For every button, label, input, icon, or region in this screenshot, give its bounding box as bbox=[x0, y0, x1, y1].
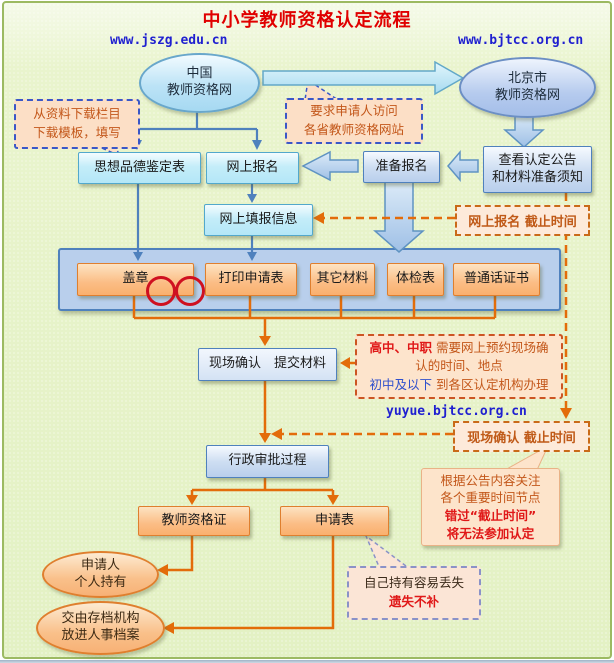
onsite-note-red-segment: 高中、中职 bbox=[369, 340, 432, 356]
onsite-note-blue-segment: 初中及以下 bbox=[369, 376, 432, 392]
node-view-announcement-line2: 和材料准备须知 bbox=[491, 169, 583, 185]
node-other-materials: 其它材料 bbox=[310, 263, 375, 296]
bottom-bevel bbox=[0, 660, 614, 663]
deadline-warning-line3: 错过“截止时间” bbox=[444, 508, 537, 523]
lost-warning-line1: 自己持有容易丢失 bbox=[363, 575, 464, 591]
node-china-site-line1: 中国 bbox=[186, 66, 213, 82]
node-beijing-site-line2: 教师资格网 bbox=[494, 87, 560, 103]
callout-lost-warning: 自己持有容易丢失 遗失不补 bbox=[347, 566, 481, 620]
node-personal-holder-line1: 申请人 bbox=[80, 557, 120, 573]
node-view-announcement: 查看认定公告 和材料准备须知 bbox=[483, 146, 592, 193]
deadline-warning-line2: 各个重要时间节点 bbox=[440, 490, 541, 506]
callout-onsite-note-line1: 高中、中职 需要网上预约现场确 bbox=[357, 339, 561, 357]
node-beijing-site-line1: 北京市 bbox=[507, 70, 547, 86]
callout-deadline-warning: 根据公告内容关注 各个重要时间节点 错过“截止时间” 将无法参加认定 bbox=[421, 468, 560, 546]
callout-download-template: 从资料下载栏目 下载模板，填写 bbox=[14, 99, 140, 149]
node-mandarin-cert: 普通话证书 bbox=[453, 263, 540, 296]
callout-visit-line1: 要求申请人访问 bbox=[310, 103, 398, 119]
stamp-seal-icon bbox=[175, 276, 205, 306]
page-title: 中小学教师资格认定流程 bbox=[202, 10, 412, 31]
callout-onsite-note-line2: 认的时间、地点 bbox=[415, 358, 503, 374]
node-application-form: 申请表 bbox=[280, 506, 389, 536]
node-physical-form: 体检表 bbox=[387, 263, 444, 296]
callout-download-line2: 下载模板，填写 bbox=[33, 125, 121, 140]
callout-signup-deadline: 网上报名 截止时间 bbox=[455, 205, 590, 236]
node-print-form: 打印申请表 bbox=[205, 263, 297, 296]
node-approval-process: 行政审批过程 bbox=[206, 445, 329, 478]
node-archive-office: 交由存档机构 放进人事档案 bbox=[36, 601, 165, 655]
node-beijing-site: 北京市 教师资格网 bbox=[459, 57, 596, 118]
node-prepare-signup: 准备报名 bbox=[363, 151, 440, 183]
china-site-url: www.jszg.edu.cn bbox=[110, 33, 228, 48]
node-online-signup: 网上报名 bbox=[206, 152, 299, 184]
node-personal-holder-line2: 个人持有 bbox=[74, 574, 127, 590]
callout-download-line1: 从资料下载栏目 bbox=[33, 106, 121, 122]
node-view-announcement-line1: 查看认定公告 bbox=[498, 153, 577, 169]
node-archive-office-line2: 放进人事档案 bbox=[61, 628, 140, 643]
onsite-note-orange-segment2: 到各区认定机构办理 bbox=[435, 376, 549, 392]
callout-onsite-note: 高中、中职 需要网上预约现场确 认的时间、地点 初中及以下 到各区认定机构办理 bbox=[355, 334, 563, 399]
node-archive-office-line1: 交由存档机构 bbox=[61, 611, 140, 627]
callout-onsite-note-line3: 初中及以下 到各区认定机构办理 bbox=[357, 376, 561, 394]
lost-warning-line2: 遗失不补 bbox=[388, 594, 439, 609]
onsite-note-orange-segment1: 需要网上预约现场确 bbox=[435, 340, 549, 356]
node-china-site: 中国 教师资格网 bbox=[139, 53, 260, 113]
node-teacher-cert: 教师资格证 bbox=[138, 506, 250, 536]
node-personal-holder: 申请人 个人持有 bbox=[42, 551, 159, 598]
callout-visit-line2: 各省教师资格网站 bbox=[303, 122, 404, 137]
stamp-seal-icon bbox=[146, 276, 176, 306]
yuyue-site-url: yuyue.bjtcc.org.cn bbox=[386, 404, 527, 419]
beijing-site-url: www.bjtcc.org.cn bbox=[458, 33, 584, 48]
node-onsite-confirm: 现场确认 提交材料 bbox=[198, 348, 337, 381]
node-moral-form: 思想品德鉴定表 bbox=[78, 152, 201, 184]
node-china-site-line2: 教师资格网 bbox=[166, 83, 232, 98]
callout-onsite-deadline: 现场确认 截止时间 bbox=[453, 421, 590, 452]
deadline-warning-line4: 将无法参加认定 bbox=[446, 525, 535, 541]
callout-visit-site: 要求申请人访问 各省教师资格网站 bbox=[285, 98, 423, 144]
deadline-warning-line1: 根据公告内容关注 bbox=[440, 472, 541, 488]
node-fill-info: 网上填报信息 bbox=[204, 204, 313, 236]
